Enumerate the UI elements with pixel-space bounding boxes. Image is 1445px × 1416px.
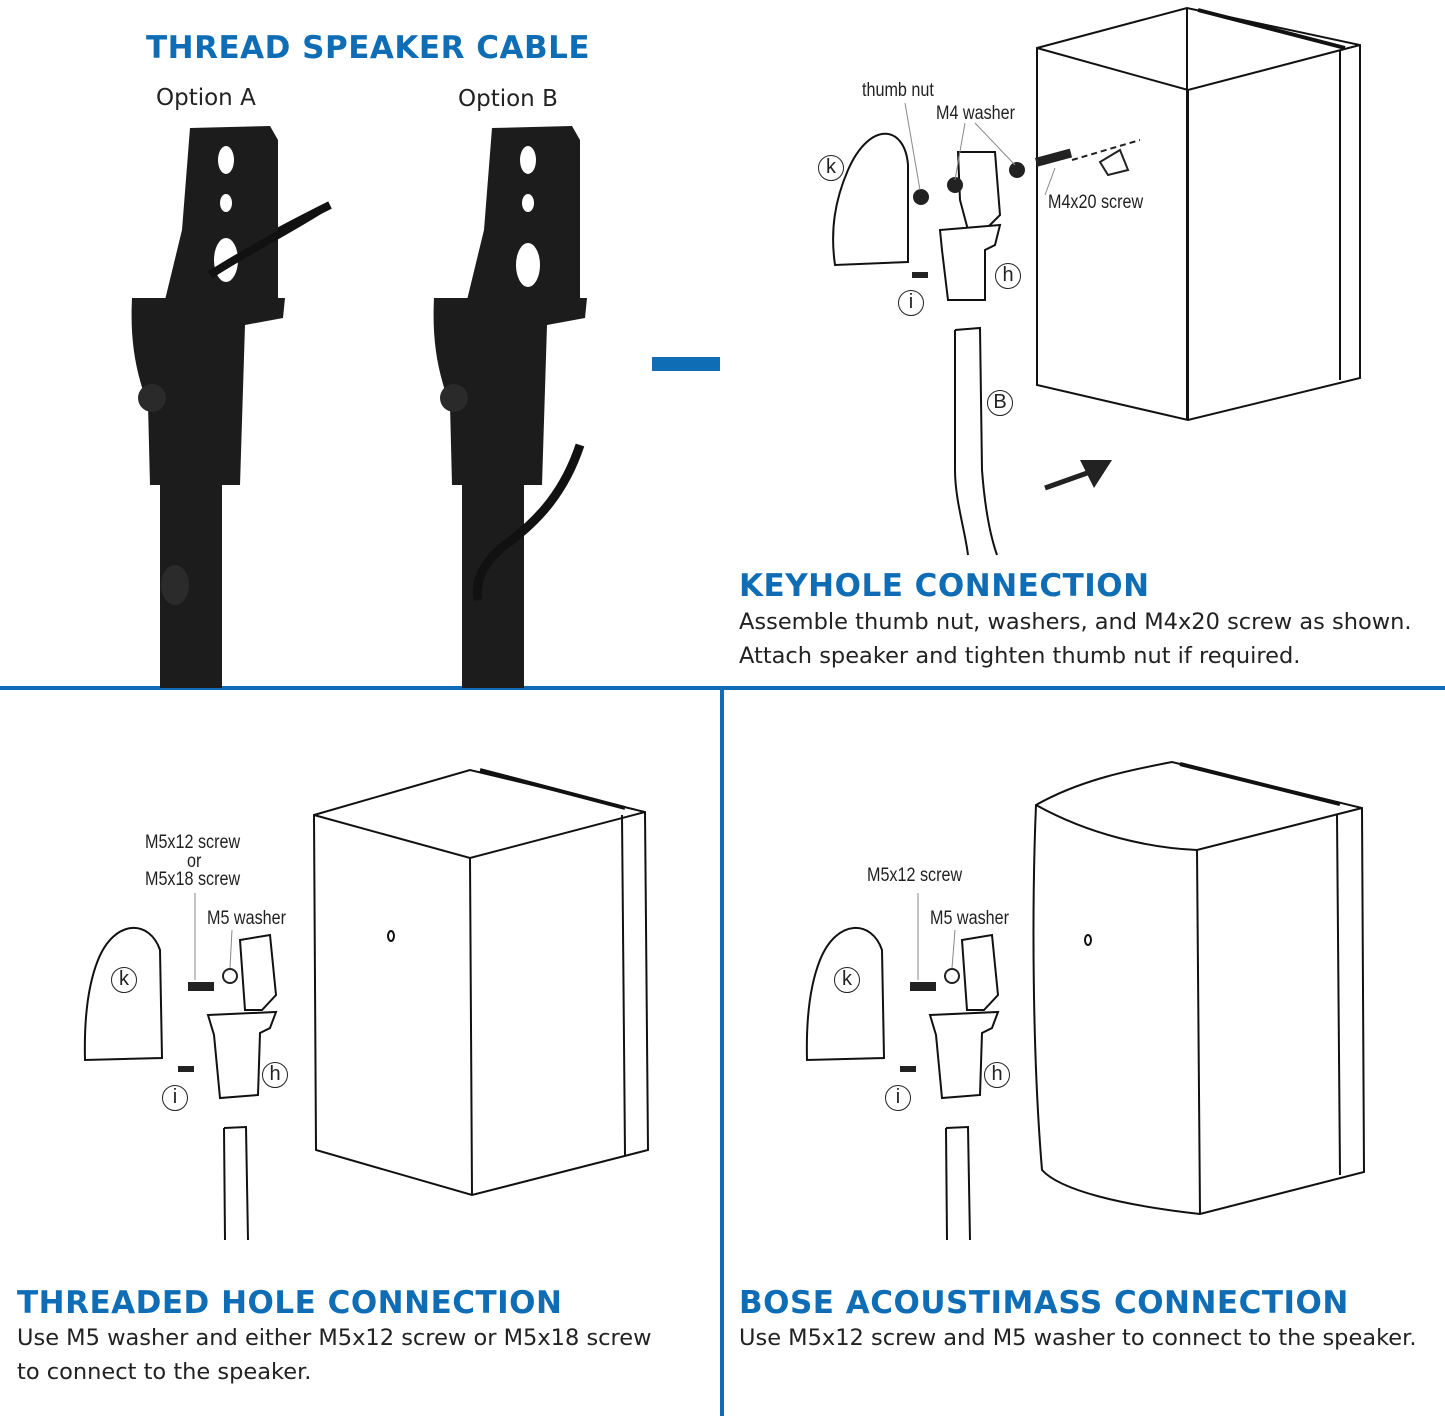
arrow-right-icon (652, 357, 720, 371)
part-k-marker: k (834, 967, 860, 993)
part-h-marker: h (995, 263, 1021, 289)
bose-desc-line-1: Use M5x12 screw and M5 washer to connect… (739, 1325, 1417, 1351)
stand-option-b (433, 126, 587, 688)
threaded-hole-title: THREADED HOLE CONNECTION (17, 1285, 563, 1321)
threaded-desc-line-2: to connect to the speaker. (17, 1359, 312, 1385)
m5x12-screw-label: M5x12 screw (867, 865, 963, 886)
thread-cable-title: THREAD SPEAKER CABLE (146, 30, 591, 66)
part-i-marker: i (898, 290, 924, 316)
part-k-marker: k (818, 155, 844, 181)
m5-washer-label: M5 washer (930, 908, 1009, 929)
m5-washer-label: M5 washer (207, 908, 286, 929)
option-b-label: Option B (458, 86, 558, 112)
m4x20-screw-label: M4x20 screw (1048, 192, 1144, 213)
keyhole-title: KEYHOLE CONNECTION (739, 568, 1150, 604)
part-i-marker: i (885, 1085, 911, 1111)
vertical-divider (720, 688, 724, 1416)
keyhole-desc-line-1: Assemble thumb nut, washers, and M4x20 s… (739, 609, 1412, 635)
threaded-desc-line-1: Use M5 washer and either M5x12 screw or … (17, 1325, 652, 1351)
screw-or-label: or (187, 851, 202, 872)
keyhole-desc-line-2: Attach speaker and tighten thumb nut if … (739, 643, 1301, 669)
part-h-marker: h (262, 1062, 288, 1088)
part-i-marker: i (162, 1085, 188, 1111)
stand-option-a (131, 126, 332, 688)
part-b-marker: B (987, 390, 1013, 416)
arrow-up-right-icon (1044, 460, 1112, 491)
option-a-label: Option A (156, 85, 256, 111)
stand-photos (131, 126, 720, 688)
m5x12-screw-label: M5x12 screw (145, 832, 241, 853)
thumb-nut-label: thumb nut (862, 80, 934, 101)
bose-title: BOSE ACOUSTIMASS CONNECTION (739, 1285, 1349, 1321)
m5x18-screw-label: M5x18 screw (145, 869, 241, 890)
part-k-marker: k (111, 967, 137, 993)
part-h-marker: h (984, 1062, 1010, 1088)
m4-washer-label: M4 washer (936, 103, 1015, 124)
